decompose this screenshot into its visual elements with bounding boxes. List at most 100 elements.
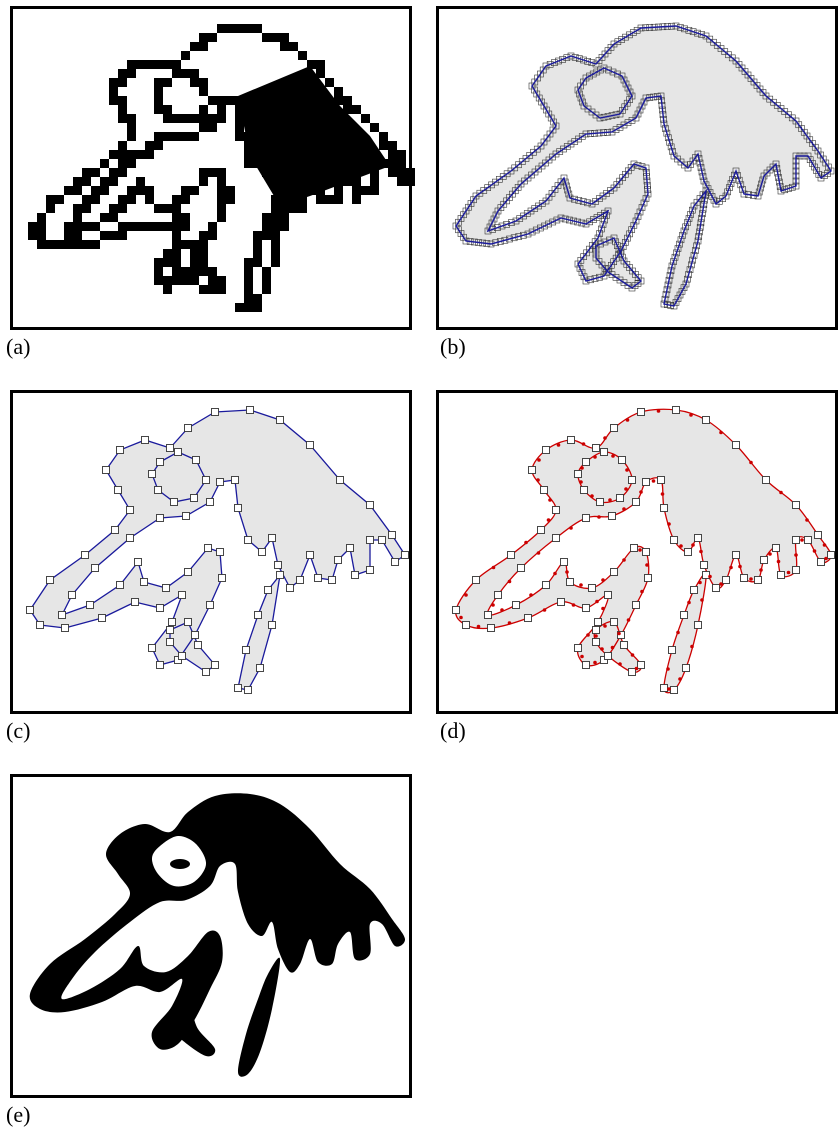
bitmap-pixel [127,222,136,231]
bitmap-pixel [217,96,226,105]
bitmap-pixel [253,24,262,33]
bitmap-pixel [316,60,325,69]
bitmap-pixel [379,141,388,150]
curve-control-dot [749,461,753,465]
bitmap-pixel [109,213,118,222]
curve-control-dot [548,498,552,502]
curve-vertex [703,417,710,424]
bitmap-pixel [172,60,181,69]
polygon-vertex [192,632,199,639]
curve-vertex [541,487,548,494]
curve-vertex [773,545,780,552]
curve-control-dot [603,624,607,628]
polygon-vertex [297,577,304,584]
bitmap-pixel [262,222,271,231]
curve-control-dot [572,603,576,607]
curve-control-dot [635,667,639,671]
curve-control-dot [622,558,626,562]
bitmap-pixel [181,240,190,249]
bitmap-pixel [181,69,190,78]
curve-control-dot [678,677,682,681]
caption-d: (d) [440,720,466,742]
bitmap-pixel [217,213,226,222]
bitmap-pixel [100,231,109,240]
polygon-vertex [389,532,396,539]
curve-control-dot [777,560,781,564]
bitmap-pixel [154,141,163,150]
bitmap-pixel [244,24,253,33]
bitmap-pixel [145,150,154,159]
polygon-vertex [307,552,314,559]
curve-vertex [581,487,588,494]
bitmap-pixel [208,276,217,285]
bitmap-pixel [181,267,190,276]
curve-vertex [605,653,612,660]
curve-vertex [575,471,582,478]
curve-vertex [629,477,636,484]
curve-vertex [815,532,822,539]
bitmap-pixel [199,258,208,267]
bitmap-pixel [109,150,118,159]
curve-vertex [629,669,636,676]
bitmap-pixel [172,195,181,204]
bitmap-pixel [244,258,253,267]
curve-control-dot [627,618,631,622]
polygon-vertex [259,549,266,556]
polygon-vertex [247,407,254,414]
curve-vertex [761,557,768,564]
bitmap-pixel [73,213,82,222]
polygon-vertex [245,687,252,694]
bitmap-pixel [136,150,145,159]
bitmap-pixel [370,123,379,132]
curve-vertex [733,442,740,449]
bitmap-pixel [100,213,109,222]
curve-control-dot [779,491,783,495]
curve-control-dot [593,455,597,459]
curve-control-dot [661,492,665,496]
curve-control-dot [579,480,583,484]
bitmap-pixel [235,303,244,312]
curve-control-dot [729,566,733,570]
curve-control-dot [603,436,607,440]
curve-control-dot [708,575,712,579]
curve-control-dot [536,478,540,482]
bitmap-pixel [127,195,136,204]
curve-vertex [755,577,762,584]
polygon-vertex [183,513,190,520]
curve-vertex [658,477,665,484]
curve-vertex [567,579,574,586]
polygon-vertex [269,535,276,542]
final-eye-pupil [170,859,190,869]
polygon-vertex [205,545,212,552]
curve-control-dot [595,600,599,604]
curve-control-dot [618,662,622,666]
bitmap-pixel [109,231,118,240]
curve-vertex [619,457,626,464]
curve-control-dot [601,578,605,582]
curve-vertex [513,602,520,609]
bitmap-pixel [199,78,208,87]
polygon-vertex [185,569,192,576]
bitmap-pixel [172,222,181,231]
curve-vertex [558,599,565,606]
curve-control-dot [597,515,601,519]
bitmap-pixel [154,96,163,105]
bitmap-pixel [100,177,109,186]
curve-vertex [621,642,628,649]
polygon-vertex [87,602,94,609]
curve-control-dot [608,498,612,502]
bitmap-pixel [163,114,172,123]
curve-vertex [669,647,676,654]
bitmap-pixel [208,231,217,240]
bitmap-pixel [388,150,397,159]
curve-control-dot [719,431,723,435]
bitmap-pixel [199,168,208,177]
boundary-figure [436,6,838,330]
bitmap-pixel [91,240,100,249]
curve-control-dot [477,625,481,629]
bitmap-pixel [262,267,271,276]
curve-control-dot [537,551,541,555]
bitmap-pixel [181,222,190,231]
bitmap-pixel [190,258,199,267]
curve-control-dot [600,647,604,651]
